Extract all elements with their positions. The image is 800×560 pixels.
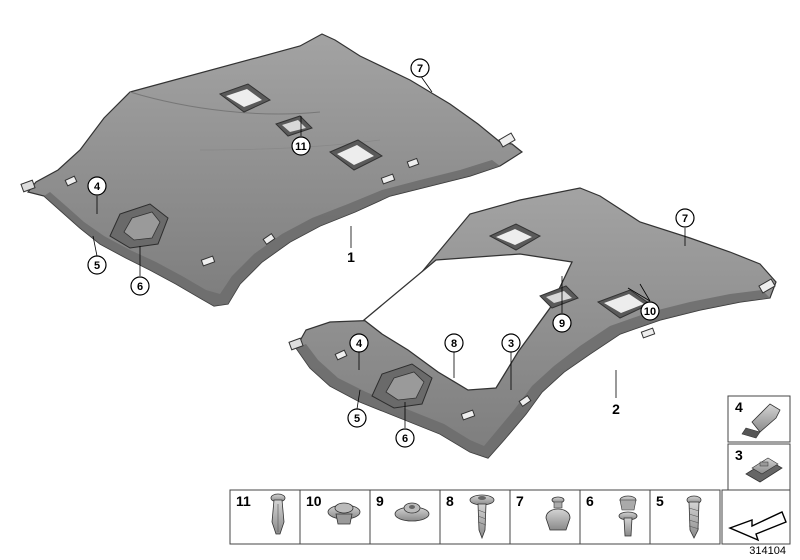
screw-icon <box>686 495 702 539</box>
callout: 9 <box>552 313 572 333</box>
callout: 7 <box>675 208 695 228</box>
svg-text:8: 8 <box>451 338 457 350</box>
part-number: 10 <box>306 493 322 509</box>
callout: 4 <box>349 333 369 353</box>
flange-nut-icon <box>327 502 361 525</box>
headliner-2 <box>288 187 777 459</box>
part-number: 8 <box>446 493 454 509</box>
svg-text:6: 6 <box>402 433 408 445</box>
callout: 11 <box>291 136 311 156</box>
push-rivet-icon <box>270 493 286 535</box>
callout: 7 <box>410 58 430 78</box>
parts-row: 11 10 9 8 7 6 5 <box>229 489 721 545</box>
side-part-number: 3 <box>735 447 743 463</box>
callout: 6 <box>395 428 415 448</box>
svg-text:9: 9 <box>559 318 565 330</box>
expanding-clip-icon <box>545 496 571 531</box>
svg-text:3: 3 <box>508 338 514 350</box>
part-number: 5 <box>656 493 664 509</box>
part-number: 9 <box>376 493 384 509</box>
svg-text:6: 6 <box>137 281 143 293</box>
callout: 5 <box>87 255 107 275</box>
callout: 10 <box>640 301 660 321</box>
callout: 3 <box>501 333 521 353</box>
part-number: 7 <box>516 493 524 509</box>
clip-holder-icon <box>745 457 783 483</box>
svg-text:4: 4 <box>356 338 363 350</box>
svg-text:4: 4 <box>94 181 101 193</box>
clip-bracket-icon <box>741 403 781 439</box>
callout: 6 <box>130 276 150 296</box>
part-number: 6 <box>586 493 594 509</box>
svg-text:7: 7 <box>417 63 423 75</box>
svg-text:11: 11 <box>295 141 307 153</box>
assembly-label: 1 <box>347 249 355 265</box>
side-parts-box: 4 3 <box>727 395 791 491</box>
diagram-number: 314104 <box>749 545 786 557</box>
svg-text:5: 5 <box>94 260 100 272</box>
callouts: 7 11 4 5 6 7 9 10 4 8 3 5 6 <box>87 58 695 448</box>
svg-text:7: 7 <box>682 213 688 225</box>
sunroof-opening <box>362 253 573 391</box>
side-part-number: 4 <box>735 399 743 415</box>
orientation-arrow-box <box>721 489 791 545</box>
callout: 8 <box>444 333 464 353</box>
headliner-1 <box>20 33 524 307</box>
callout: 4 <box>87 176 107 196</box>
svg-text:5: 5 <box>354 413 360 425</box>
callout: 5 <box>347 408 367 428</box>
svg-text:10: 10 <box>644 306 656 318</box>
part-number: 11 <box>236 493 251 509</box>
assembly-label: 2 <box>612 401 620 417</box>
flange-nut-icon <box>394 502 430 522</box>
leader-lines <box>92 74 686 428</box>
stepped-bolt-icon <box>618 495 638 537</box>
arrow-icon <box>728 511 787 542</box>
washer-screw-icon <box>469 494 495 540</box>
